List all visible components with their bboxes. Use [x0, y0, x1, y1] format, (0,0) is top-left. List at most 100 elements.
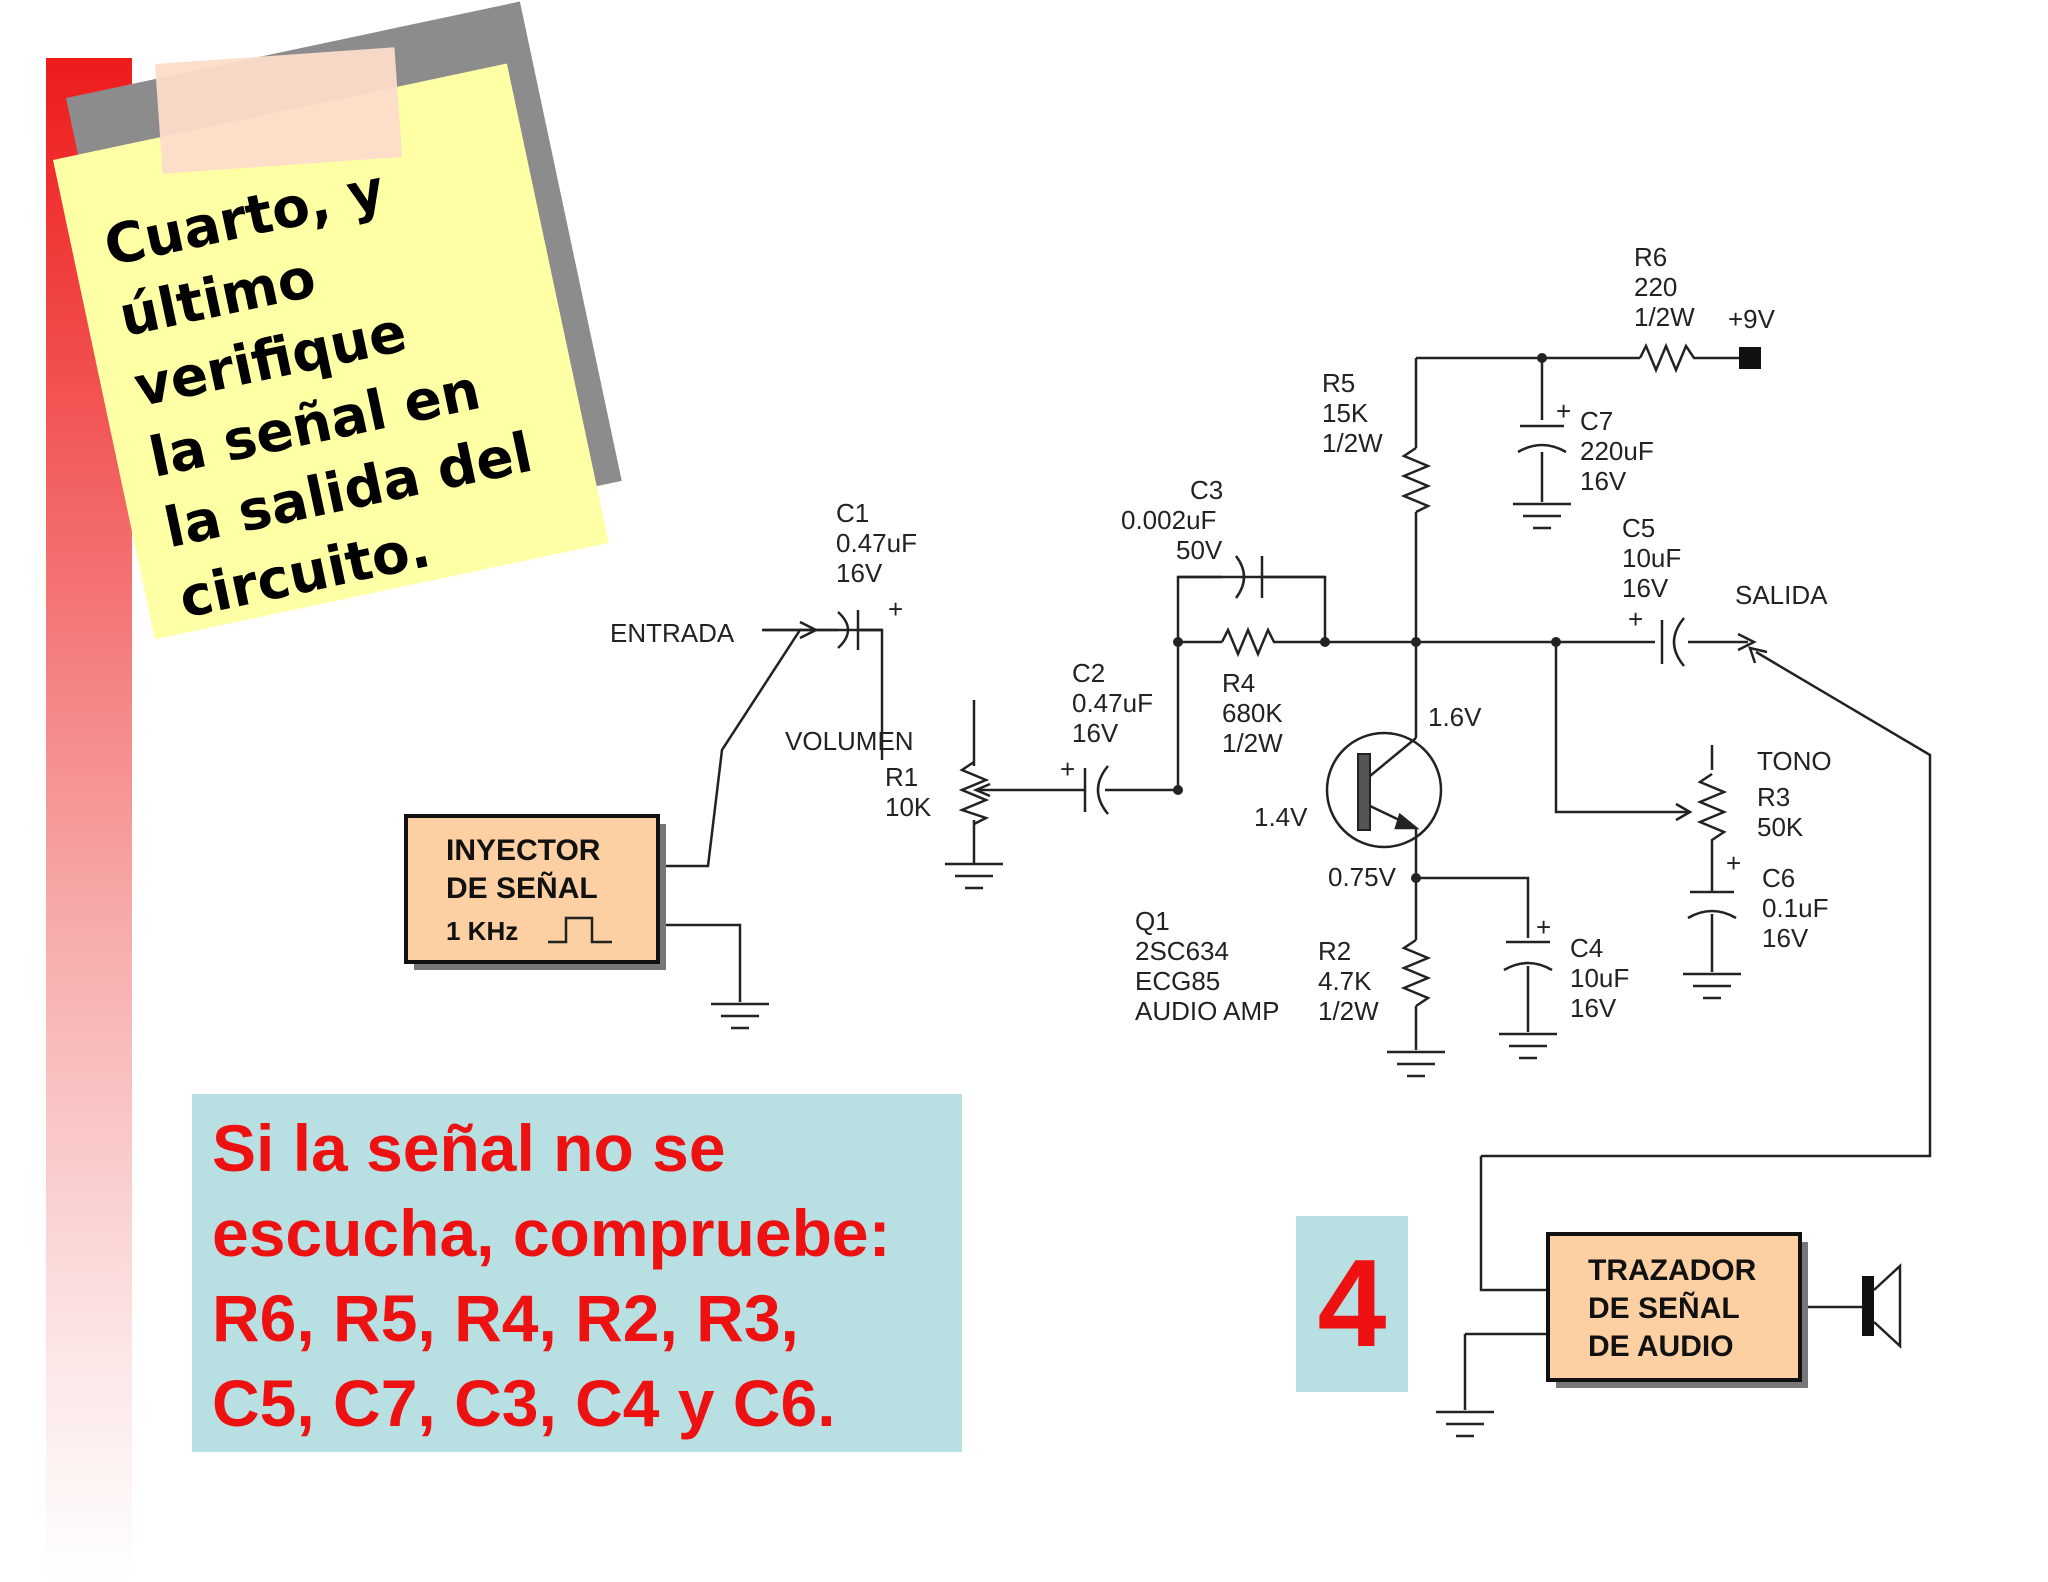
capacitor-c3 [1178, 555, 1325, 599]
supply-terminal [1739, 347, 1761, 369]
label-r3-value: 50K [1757, 812, 1804, 842]
speaker-icon [1862, 1263, 1902, 1349]
warning-line: R6, R5, R4, R2, R3, [212, 1281, 799, 1355]
label-c1-value: 0.47uF [836, 528, 917, 558]
label-q1-desc: AUDIO AMP [1135, 996, 1279, 1026]
label-plus-c7: + [1556, 396, 1571, 426]
injector-box [404, 814, 666, 970]
label-c6-value: 0.1uF [1762, 893, 1829, 923]
label-c4-voltage: 16V [1570, 993, 1617, 1023]
label-c4-value: 10uF [1570, 963, 1629, 993]
label-c6-voltage: 16V [1762, 923, 1809, 953]
tracer-line-2: DE SEÑAL [1588, 1291, 1740, 1325]
label-tono: TONO [1757, 746, 1832, 776]
junction-dot [1173, 785, 1183, 795]
junction-dot [1173, 637, 1183, 647]
capacitor-c6 [1687, 890, 1737, 920]
capacitor-c1 [812, 610, 882, 650]
tracer-line-3: DE AUDIO [1588, 1330, 1734, 1363]
junctions [1173, 353, 1561, 883]
label-c7-value: 220uF [1580, 436, 1654, 466]
warning-text: Si la señal no se escucha, compruebe: R6… [212, 1106, 972, 1446]
injector-line-1: INYECTOR [446, 834, 601, 867]
label-q1-name: Q1 [1135, 906, 1170, 936]
label-r4-value: 680K [1222, 698, 1283, 728]
potentiometer-r1 [958, 760, 990, 826]
ground-icon [1387, 1050, 1445, 1078]
label-r1-value: 10K [885, 792, 932, 822]
resistor-r2 [1400, 938, 1432, 1008]
label-v-collector: 1.6V [1428, 702, 1482, 732]
capacitor-c2 [1083, 765, 1109, 815]
resistor-r4 [1220, 626, 1280, 658]
capacitor-c5 [1660, 617, 1685, 667]
label-r6-power: 1/2W [1634, 302, 1695, 332]
label-r5-name: R5 [1322, 368, 1355, 398]
label-c1-name: C1 [836, 498, 869, 528]
label-c6-name: C6 [1762, 863, 1795, 893]
arrowheads [799, 620, 1768, 822]
r1-wiper-arrow [972, 782, 991, 798]
label-c3-value: 0.002uF [1121, 505, 1216, 535]
label-c5-voltage: 16V [1622, 573, 1669, 603]
label-plus-c6: + [1726, 848, 1741, 878]
circuit-labels: ENTRADA SALIDA VOLUMEN TONO +9V C1 0.47u… [446, 242, 1832, 1363]
label-r6-name: R6 [1634, 242, 1667, 272]
label-c3-voltage: 50V [1176, 535, 1223, 565]
label-r2-value: 4.7K [1318, 966, 1372, 996]
label-r5-power: 1/2W [1322, 428, 1383, 458]
label-plus-c4: + [1536, 912, 1551, 942]
capacitor-c4 [1503, 940, 1553, 972]
label-c7-voltage: 16V [1580, 466, 1627, 496]
warning-box [192, 1094, 962, 1452]
label-v-base: 1.4V [1254, 802, 1308, 832]
label-c3-name: C3 [1190, 475, 1223, 505]
label-plus-c2: + [1060, 754, 1075, 784]
ground-icon [945, 862, 1003, 890]
label-c2-value: 0.47uF [1072, 688, 1153, 718]
step-number: 4 [1317, 1235, 1387, 1373]
label-r2-name: R2 [1318, 936, 1351, 966]
label-plus-c5: + [1628, 604, 1643, 634]
label-r4-name: R4 [1222, 668, 1255, 698]
ground-icon [1683, 972, 1741, 1000]
ground-icon [1499, 1032, 1557, 1060]
label-r2-power: 1/2W [1318, 996, 1379, 1026]
ground-symbols [711, 502, 1741, 1438]
potentiometer-r3 [1696, 772, 1728, 850]
r3-wiper-arrow [1675, 802, 1693, 822]
label-r6-value: 220 [1634, 272, 1677, 302]
injector-line-2: DE SEÑAL [446, 871, 598, 905]
warning-line: Si la señal no se [212, 1111, 726, 1185]
warning-line: escucha, compruebe: [212, 1196, 891, 1270]
label-c2-voltage: 16V [1072, 718, 1119, 748]
transistor-q1 [1325, 731, 1443, 849]
square-wave-icon [548, 916, 612, 944]
capacitor-c7 [1517, 424, 1567, 454]
junction-dot [1411, 873, 1421, 883]
label-volumen: VOLUMEN [785, 726, 914, 756]
tracer-line-1: TRAZADOR [1588, 1254, 1757, 1287]
warning-line: C5, C7, C3, C4 y C6. [212, 1366, 836, 1440]
tracer-box [1546, 1232, 1808, 1388]
salida-arrow [1737, 632, 1757, 652]
label-r1-name: R1 [885, 762, 918, 792]
junction-dot [1320, 637, 1330, 647]
ground-icon [1436, 1410, 1494, 1438]
junction-dot [1411, 637, 1421, 647]
label-entrada: ENTRADA [610, 618, 735, 648]
step-box [1296, 1216, 1408, 1392]
label-c1-voltage: 16V [836, 558, 883, 588]
resistor-r5 [1400, 446, 1432, 514]
ground-icon [1513, 502, 1571, 530]
label-r5-value: 15K [1322, 398, 1369, 428]
resistor-r6 [1638, 342, 1700, 374]
label-q1-ecg: ECG85 [1135, 966, 1220, 996]
label-supply: +9V [1728, 304, 1776, 334]
label-salida: SALIDA [1735, 580, 1828, 610]
ground-icon [711, 1002, 769, 1030]
label-c5-value: 10uF [1622, 543, 1681, 573]
label-r4-power: 1/2W [1222, 728, 1283, 758]
junction-dot [1537, 353, 1547, 363]
